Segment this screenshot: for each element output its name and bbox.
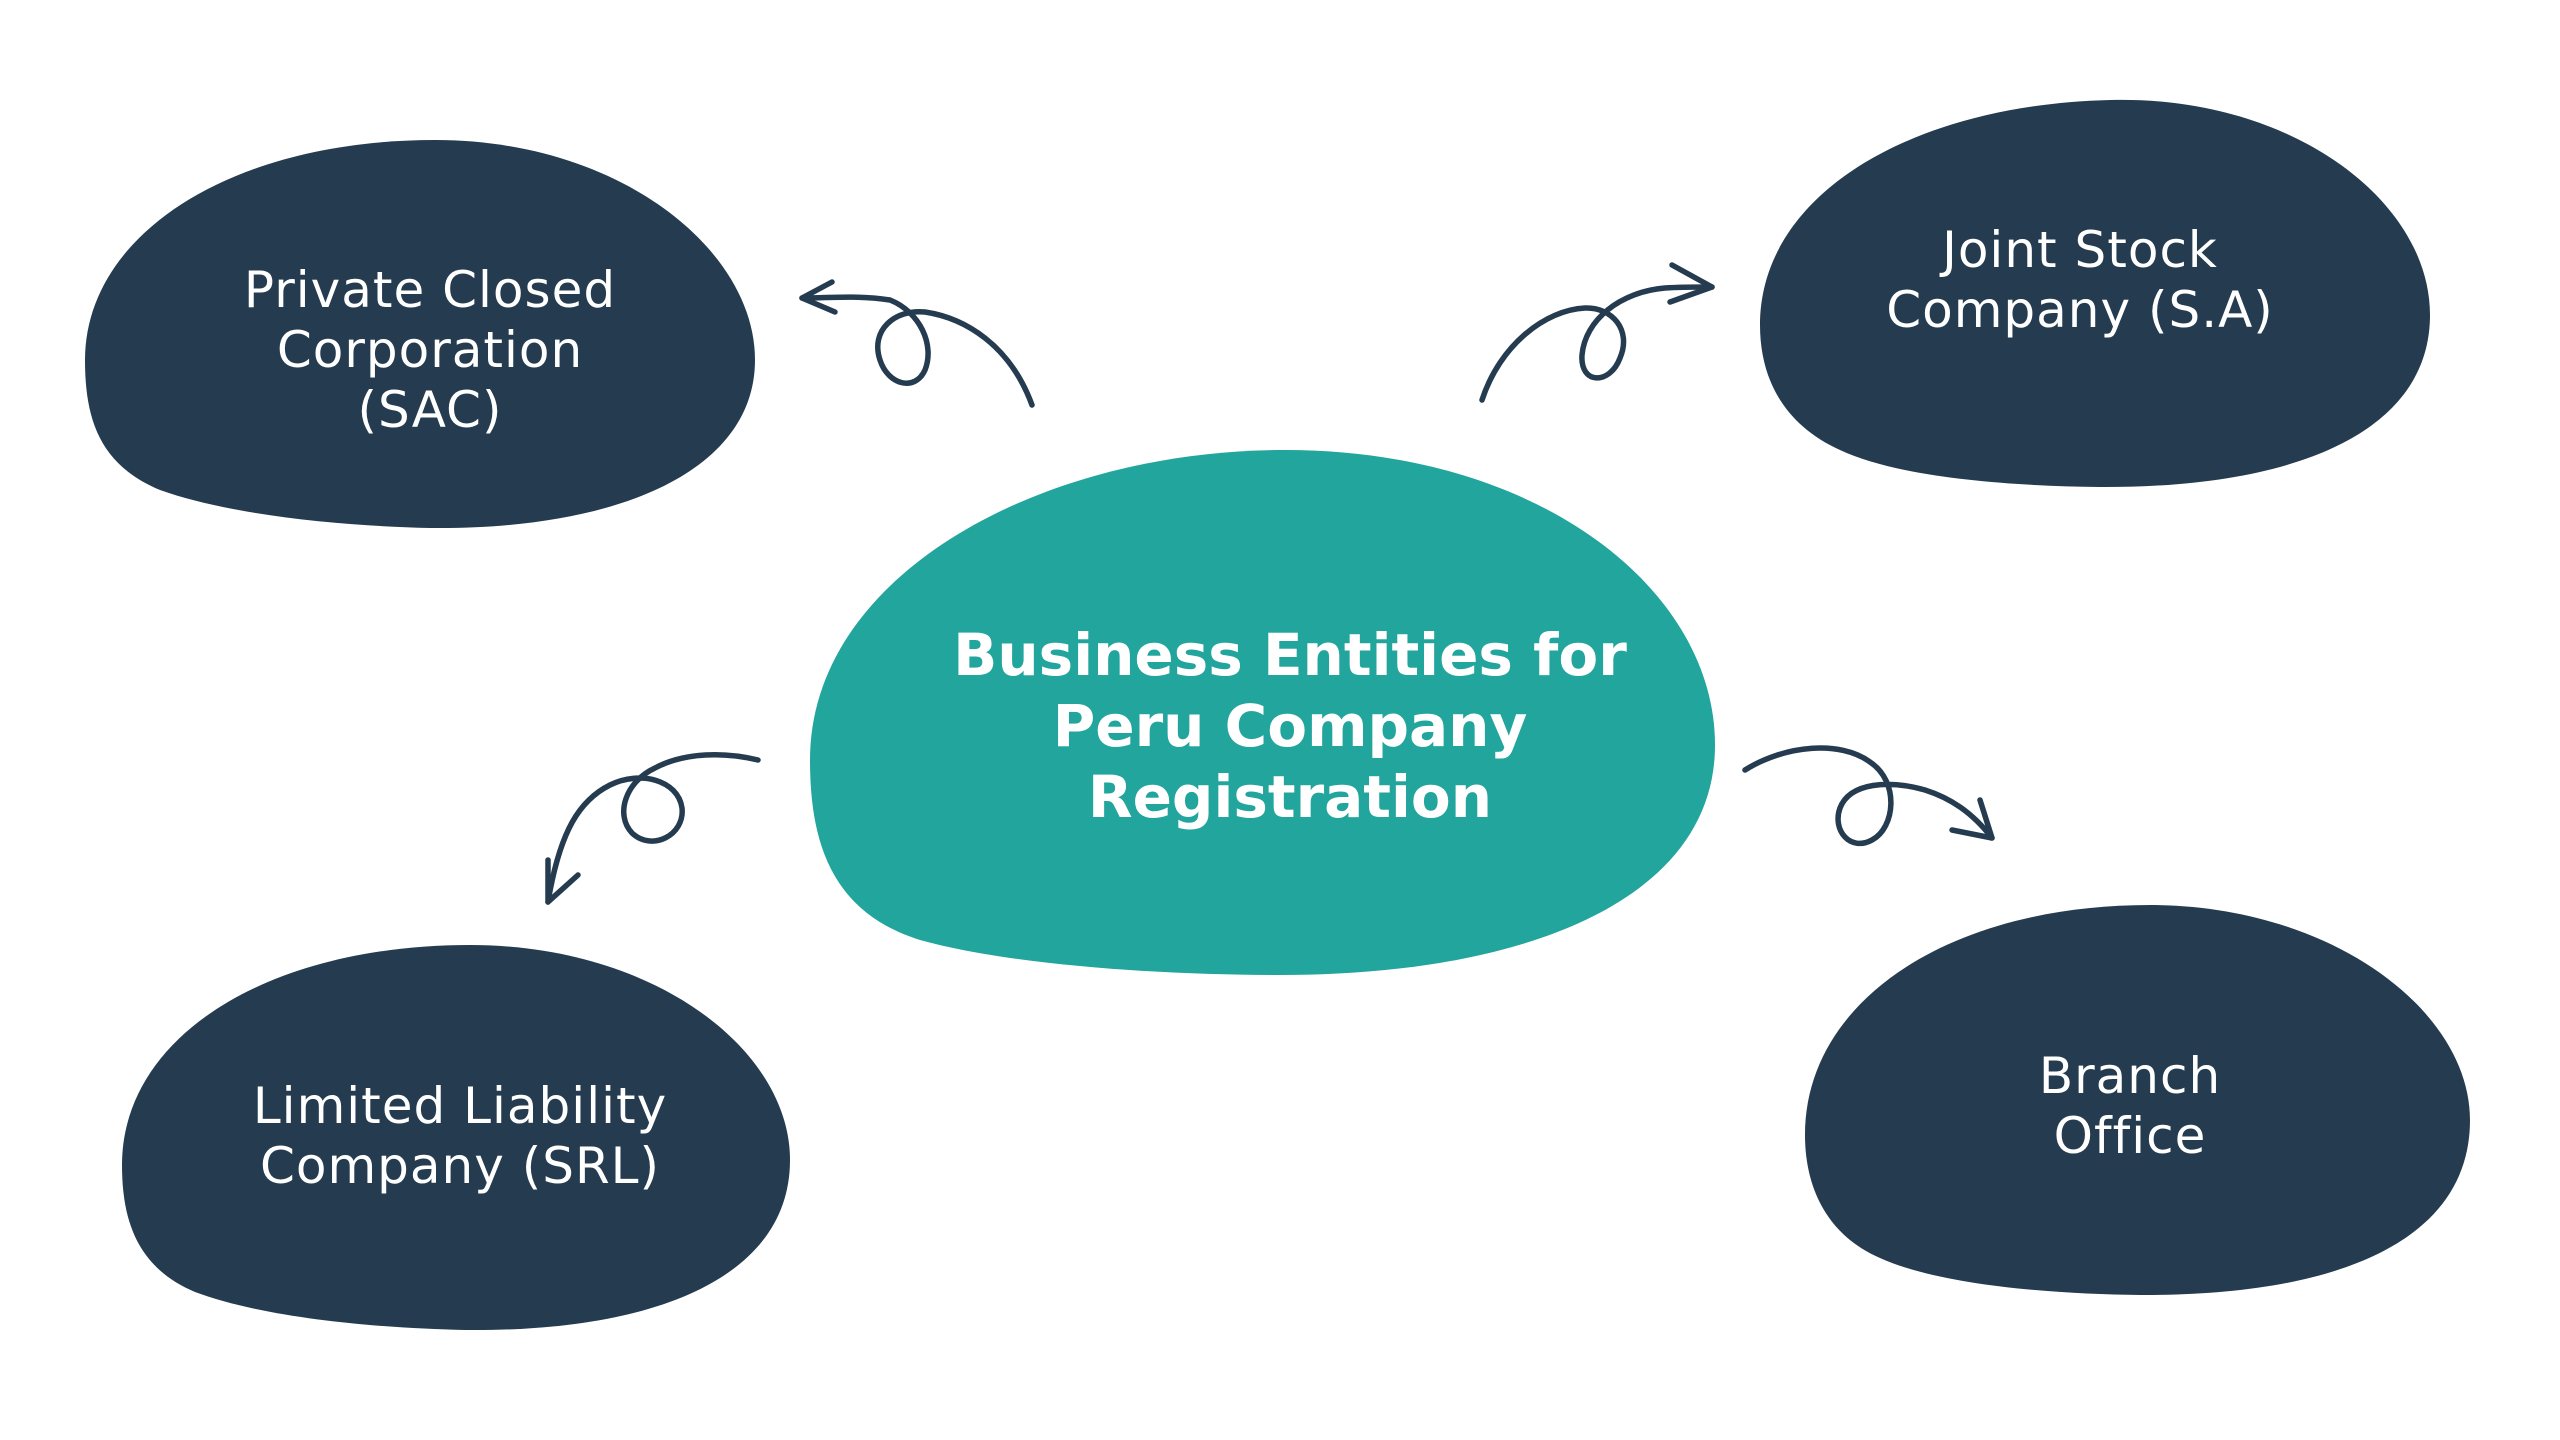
arrow-to-sac <box>799 279 1035 408</box>
node-label-srl-line-1: Limited Liability <box>252 1077 668 1135</box>
node-blob-center <box>810 450 1715 975</box>
node-blob-branch <box>1805 905 2470 1296</box>
node-blob-sa <box>1760 99 2430 488</box>
node-label-branch: Branch Office <box>1930 1046 2330 1166</box>
node-blob-sac <box>85 140 755 529</box>
node-label-sac: Private Closed Corporation (SAC) <box>200 260 660 440</box>
node-label-sac-line-1: Private Closed <box>243 261 617 319</box>
node-label-branch-line-1: Branch <box>2038 1047 2222 1105</box>
node-label-sac-line-2: Corporation <box>276 321 584 379</box>
node-label-srl-line-2: Company (SRL) <box>259 1137 661 1195</box>
center-title-line-1: Business Entities for <box>953 621 1627 689</box>
node-label-sa-line-2: Company (S.A) <box>1886 281 2274 339</box>
arrow-to-sa <box>1479 262 1715 403</box>
node-label-sa-line-1: Joint Stock <box>1942 221 2218 279</box>
node-label-srl: Limited Liability Company (SRL) <box>200 1076 720 1196</box>
node-blob-srl <box>122 945 790 1331</box>
arrow-to-branch <box>1742 745 1995 847</box>
center-title-line-3: Registration <box>1087 763 1493 831</box>
node-label-sa: Joint Stock Company (S.A) <box>1840 220 2320 340</box>
node-label-branch-line-2: Office <box>2053 1107 2207 1165</box>
center-title-line-2: Peru Company <box>1052 692 1528 760</box>
arrow-to-srl <box>545 752 761 905</box>
center-title: Business Entities for Peru Company Regis… <box>880 620 1700 833</box>
node-label-sac-line-3: (SAC) <box>357 381 503 439</box>
